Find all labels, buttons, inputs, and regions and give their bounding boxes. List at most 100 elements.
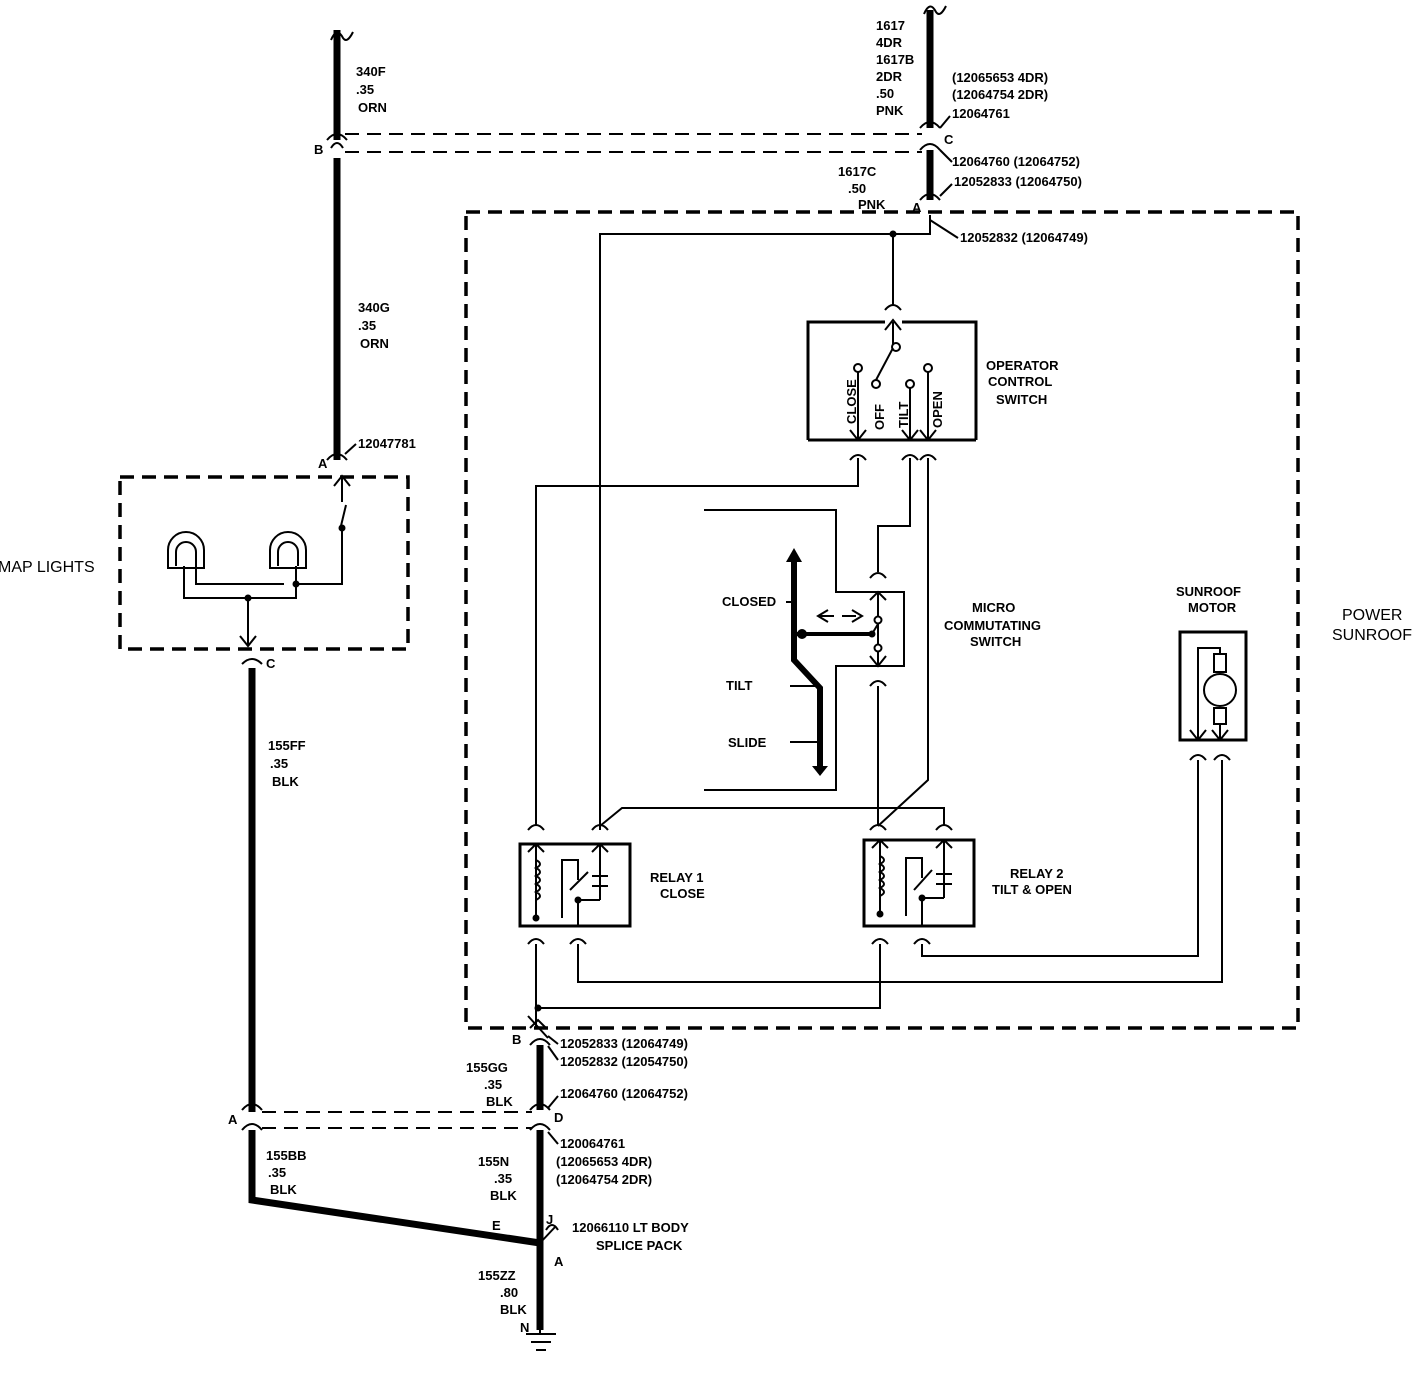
relay-armature: [913, 869, 933, 891]
connector-part-label: 12052833 (12064750): [954, 174, 1082, 189]
bracket: [919, 121, 941, 129]
wire-155zz-label: 155ZZ: [478, 1268, 516, 1283]
arrow-mark: [1189, 729, 1207, 742]
bracket: [1213, 754, 1231, 761]
wire-340g-label: 340G: [358, 300, 390, 315]
open-wire: [877, 458, 929, 827]
cam-slide-label: SLIDE: [728, 735, 767, 750]
motor-brush: [1213, 707, 1227, 725]
junction-dot: [292, 580, 300, 588]
sunroof-motor-label: SUNROOF: [1176, 584, 1241, 599]
splice-pack-label: SPLICE PACK: [596, 1238, 683, 1253]
bulb-filament: [277, 541, 299, 566]
bracket: [919, 454, 937, 461]
splice-pack-label: 12066110 LT BODY: [572, 1220, 689, 1235]
micro-switch-label: COMMUTATING: [944, 618, 1041, 633]
motor-wire: [577, 760, 1223, 983]
bracket: [527, 938, 545, 945]
wire-155bb-label: .35: [268, 1165, 286, 1180]
relay-2-label: TILT & OPEN: [992, 882, 1072, 897]
close-wire: [535, 458, 859, 826]
wire-1617-label: .50: [876, 86, 894, 101]
junction-dot: [574, 896, 582, 904]
ground-symbol: [526, 1224, 559, 1351]
cam-pivot: [797, 629, 807, 639]
leader-line: [939, 149, 953, 163]
sunroof-motor-box: [1178, 630, 1248, 742]
wire-1617-label: 4DR: [876, 35, 903, 50]
arrow-mark: [333, 474, 351, 487]
switch-blade: [871, 623, 879, 635]
junction-dot: [338, 524, 346, 532]
wire-1617c-label: PNK: [858, 197, 886, 212]
bracket: [569, 938, 587, 945]
bracket: [529, 1038, 551, 1046]
tilt-wire: [877, 458, 911, 572]
arrow-mark: [527, 842, 545, 853]
bracket: [869, 572, 887, 579]
arrow-mark: [851, 609, 864, 623]
bulb-wire: [195, 566, 284, 585]
pin-label: A: [318, 456, 328, 471]
connector-part-label: 12064760 (12064752): [952, 154, 1080, 169]
junction-dot: [532, 914, 540, 922]
connector-part-label: (12065653 4DR): [556, 1154, 652, 1169]
relay-feed-wire: [599, 807, 945, 827]
wire-1617-label: 1617B: [876, 52, 914, 67]
power-sunroof-label: SUNROOF: [1332, 627, 1412, 644]
pin-label: B: [314, 142, 323, 157]
switch-contact: [905, 379, 915, 389]
micro-switch-label: MICRO: [972, 600, 1015, 615]
arrow-mark: [919, 429, 937, 442]
cam-closed-label: CLOSED: [722, 594, 776, 609]
cam-track: [791, 560, 823, 770]
connector-part-label: (12065653 4DR): [952, 70, 1048, 85]
pin-label: J: [546, 1212, 553, 1227]
operator-switch-label: SWITCH: [996, 392, 1047, 407]
bracket: [919, 143, 941, 151]
switch-contact: [923, 363, 933, 373]
leader-line: [929, 219, 959, 239]
bracket: [1189, 754, 1207, 761]
motor-wire: [921, 760, 1199, 957]
arrow-mark: [816, 609, 829, 623]
wire-1617c-label: 1617C: [838, 164, 877, 179]
bracket: [849, 454, 867, 461]
leader-line: [547, 1095, 559, 1109]
bracket: [527, 824, 545, 831]
wire-155n-label: BLK: [490, 1188, 517, 1203]
cam-tilt-label: TILT: [726, 678, 753, 693]
relay-armature: [569, 871, 589, 891]
wire-break-symbol-2: [923, 5, 947, 15]
connector-brackets: [241, 121, 941, 1131]
pin-label: C: [944, 132, 954, 147]
wire-155bb-label: BLK: [270, 1182, 297, 1197]
sunroof-circuit: [518, 215, 1248, 1039]
switch-blade: [875, 347, 894, 381]
leader-line: [344, 443, 357, 455]
wire-155bb: [248, 1130, 541, 1247]
bracket: [913, 938, 931, 945]
leader-line: [547, 1045, 559, 1061]
bracket: [326, 133, 348, 141]
connector-dashes: [262, 133, 922, 1129]
arrow-mark: [591, 842, 609, 853]
connector-part-label: 12052832 (12064749): [960, 230, 1088, 245]
junction-dot: [876, 910, 884, 918]
cam-arrow-down: [812, 766, 828, 776]
bracket: [241, 658, 263, 665]
connector-part-label: 12047781: [358, 436, 416, 451]
connector-part-label: (12064754 2DR): [556, 1172, 652, 1187]
relay-2-label: RELAY 2: [1010, 866, 1063, 881]
leader-line: [547, 1035, 559, 1045]
arrow-mark: [935, 838, 953, 849]
arrow-mark: [871, 838, 889, 849]
switch-contact: [873, 643, 883, 653]
bulb-icon: [269, 531, 307, 569]
bulb-filament: [175, 541, 197, 566]
power-sunroof-label: POWER: [1342, 607, 1402, 624]
bracket: [241, 1123, 263, 1131]
harness-wires: [248, 5, 947, 1330]
text-labels: MAP LIGHTS POWER SUNROOF OPERATOR CONTRO…: [0, 18, 1412, 1335]
relay-contact-wire: [905, 857, 923, 916]
